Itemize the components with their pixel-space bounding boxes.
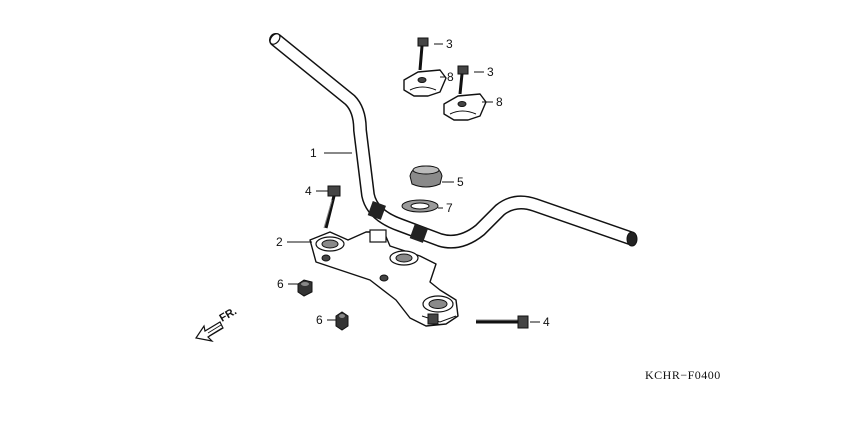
- callout-4-upper: 4: [305, 184, 312, 198]
- upper-holder-2[interactable]: [443, 93, 487, 121]
- callout-2: 2: [276, 235, 283, 249]
- upper-holder-1[interactable]: [403, 69, 447, 97]
- bolt-3-upper[interactable]: [417, 37, 429, 71]
- front-label: FR.: [218, 305, 239, 324]
- callout-8-lower: 8: [496, 95, 503, 109]
- nut-6-upper[interactable]: [297, 279, 313, 297]
- cap-nut[interactable]: [409, 165, 443, 188]
- callout-3-upper: 3: [446, 37, 453, 51]
- bolt-3-lower[interactable]: [457, 65, 469, 95]
- front-arrow-icon: [194, 321, 224, 342]
- front-direction-indicator: FR.: [194, 305, 239, 342]
- callout-6-lower: 6: [316, 313, 323, 327]
- leader-lines: [287, 43, 540, 323]
- callout-1: 1: [310, 146, 317, 160]
- handlebar[interactable]: [268, 32, 638, 249]
- callout-3-lower: 3: [487, 65, 494, 79]
- bolt-4-horizontal[interactable]: [476, 315, 529, 329]
- nut-6-lower[interactable]: [335, 311, 349, 331]
- callout-5: 5: [457, 175, 464, 189]
- callout-8-upper: 8: [447, 70, 454, 84]
- top-bridge[interactable]: [309, 229, 459, 327]
- callout-6-upper: 6: [277, 277, 284, 291]
- diagram-code: KCHR−F0400: [645, 368, 721, 382]
- callout-4-lower: 4: [543, 315, 550, 329]
- callout-7: 7: [446, 201, 453, 215]
- washer[interactable]: [401, 199, 439, 213]
- bolt-4-vertical[interactable]: [323, 185, 341, 229]
